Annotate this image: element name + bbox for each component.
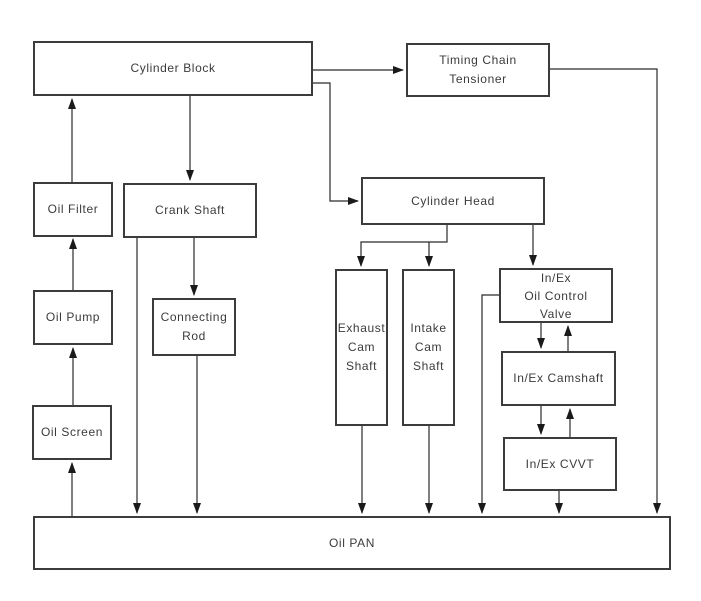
node-intake-cam-shaft: Intake Cam Shaft bbox=[402, 269, 455, 426]
node-label: In/Ex Camshaft bbox=[513, 371, 604, 385]
node-label: Cam bbox=[414, 340, 443, 354]
node-label: Cylinder Block bbox=[130, 61, 216, 75]
node-inex-cvvt: In/Ex CVVT bbox=[503, 437, 617, 491]
node-label: Oil Screen bbox=[40, 425, 104, 439]
node-label: Oil PAN bbox=[329, 535, 375, 550]
node-inex-camshaft: In/Ex Camshaft bbox=[501, 351, 616, 406]
node-label: Oil Filter bbox=[47, 202, 99, 216]
node-label: Shaft bbox=[345, 359, 378, 373]
node-cylinder-head: Cylinder Head bbox=[361, 177, 545, 225]
node-label: Oil Control bbox=[524, 288, 588, 303]
node-oil-filter: Oil Filter bbox=[33, 182, 113, 237]
node-label: Connecting bbox=[160, 310, 228, 324]
node-inex-oil-control-valve: In/Ex Oil Control Valve bbox=[499, 268, 613, 323]
edge-cylinder-head-to-exhaust-cam bbox=[357, 225, 448, 267]
node-crank-shaft: Crank Shaft bbox=[123, 183, 257, 238]
node-label: In/Ex CVVT bbox=[525, 456, 595, 471]
node-label: In/Ex bbox=[540, 270, 572, 285]
node-timing-chain-tensioner: Timing Chain Tensioner bbox=[406, 43, 550, 97]
edge-cylinder-block-to-cylinder-head bbox=[313, 82, 359, 205]
node-label: Cam bbox=[347, 340, 376, 354]
node-label: Rod bbox=[182, 329, 206, 343]
node-cylinder-block: Cylinder Block bbox=[33, 41, 313, 96]
node-oil-pan: Oil PAN bbox=[33, 516, 671, 570]
node-label: Intake bbox=[410, 321, 447, 335]
node-label: Tensioner bbox=[449, 72, 507, 86]
node-label: Valve bbox=[539, 306, 573, 321]
node-exhaust-cam-shaft: Exhaust Cam Shaft bbox=[335, 269, 388, 426]
node-label: Exhaust bbox=[337, 321, 386, 335]
node-label: Oil Pump bbox=[45, 310, 101, 324]
node-label: Shaft bbox=[412, 359, 445, 373]
edge-valve-to-oil-pan bbox=[478, 294, 499, 514]
node-label: Cylinder Head bbox=[411, 193, 495, 208]
node-label: Crank Shaft bbox=[155, 203, 225, 217]
node-oil-pump: Oil Pump bbox=[33, 290, 113, 345]
node-connecting-rod: Connecting Rod bbox=[152, 298, 236, 356]
node-label: Timing Chain bbox=[439, 53, 517, 67]
node-oil-screen: Oil Screen bbox=[32, 405, 112, 460]
